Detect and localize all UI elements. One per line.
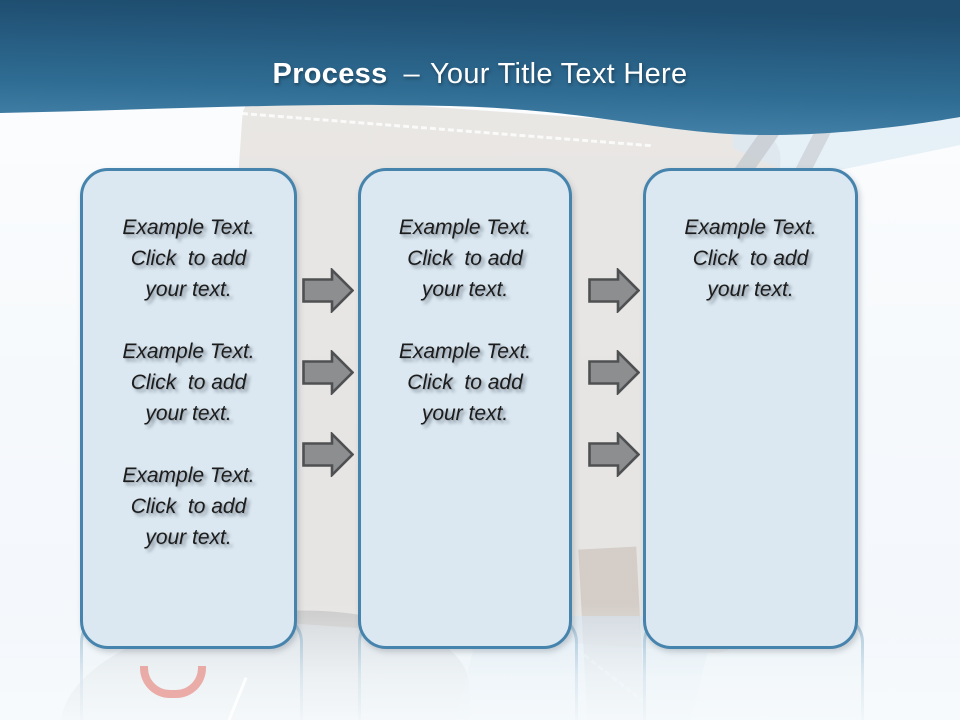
text-line: Click to add bbox=[130, 495, 247, 518]
process-box-3[interactable]: Example Text. Click to add your text. bbox=[643, 168, 858, 649]
text-line: your text. bbox=[145, 526, 232, 549]
header-band bbox=[0, 0, 960, 136]
text-line: Example Text. bbox=[122, 340, 255, 363]
text-line: Example Text. bbox=[122, 464, 255, 487]
text-line: Click to add bbox=[407, 247, 523, 270]
text-line: your text. bbox=[707, 278, 794, 301]
arrow-right-icon[interactable] bbox=[588, 432, 640, 477]
text-line: Click to add bbox=[130, 371, 247, 394]
title-dash: – bbox=[403, 58, 420, 90]
arrow-right-icon[interactable] bbox=[588, 350, 640, 395]
background-strap bbox=[578, 546, 646, 720]
text-placeholder[interactable]: Example Text. Click to add your text. bbox=[83, 460, 294, 553]
process-box-2[interactable]: Example Text. Click to add your text. Ex… bbox=[358, 168, 572, 649]
text-line: Example Text. bbox=[398, 216, 532, 239]
arrow-right-icon[interactable] bbox=[302, 350, 354, 395]
wallet-stitching bbox=[576, 648, 653, 710]
text-line: your text. bbox=[145, 278, 232, 301]
page-title[interactable]: Process–Your Title Text Here bbox=[0, 53, 960, 95]
arrow-right-icon[interactable] bbox=[588, 268, 640, 313]
text-placeholder[interactable]: Example Text. Click to add your text. bbox=[83, 336, 294, 429]
text-placeholder[interactable]: Example Text. Click to add your text. bbox=[646, 212, 855, 305]
title-keyword: Process bbox=[272, 58, 388, 90]
text-line: Click to add bbox=[407, 371, 523, 394]
phone-hangup-icon bbox=[140, 666, 206, 698]
arrow-right-icon[interactable] bbox=[302, 268, 354, 313]
text-line: Click to add bbox=[130, 247, 247, 270]
process-box-1[interactable]: Example Text. Click to add your text. Ex… bbox=[80, 168, 297, 649]
text-line: Example Text. bbox=[122, 216, 255, 239]
text-line: your text. bbox=[145, 402, 232, 425]
clock-hand bbox=[227, 677, 248, 720]
text-line: your text. bbox=[421, 402, 509, 425]
text-line: Example Text. bbox=[684, 216, 817, 239]
arrow-right-icon[interactable] bbox=[302, 432, 354, 477]
title-text: Your Title Text Here bbox=[429, 58, 688, 90]
text-placeholder[interactable]: Example Text. Click to add your text. bbox=[83, 212, 294, 305]
text-line: Click to add bbox=[692, 247, 809, 270]
text-line: Example Text. bbox=[398, 340, 532, 363]
text-placeholder[interactable]: Example Text. Click to add your text. bbox=[361, 212, 569, 305]
text-line: your text. bbox=[421, 278, 509, 301]
text-placeholder[interactable]: Example Text. Click to add your text. bbox=[361, 336, 569, 429]
